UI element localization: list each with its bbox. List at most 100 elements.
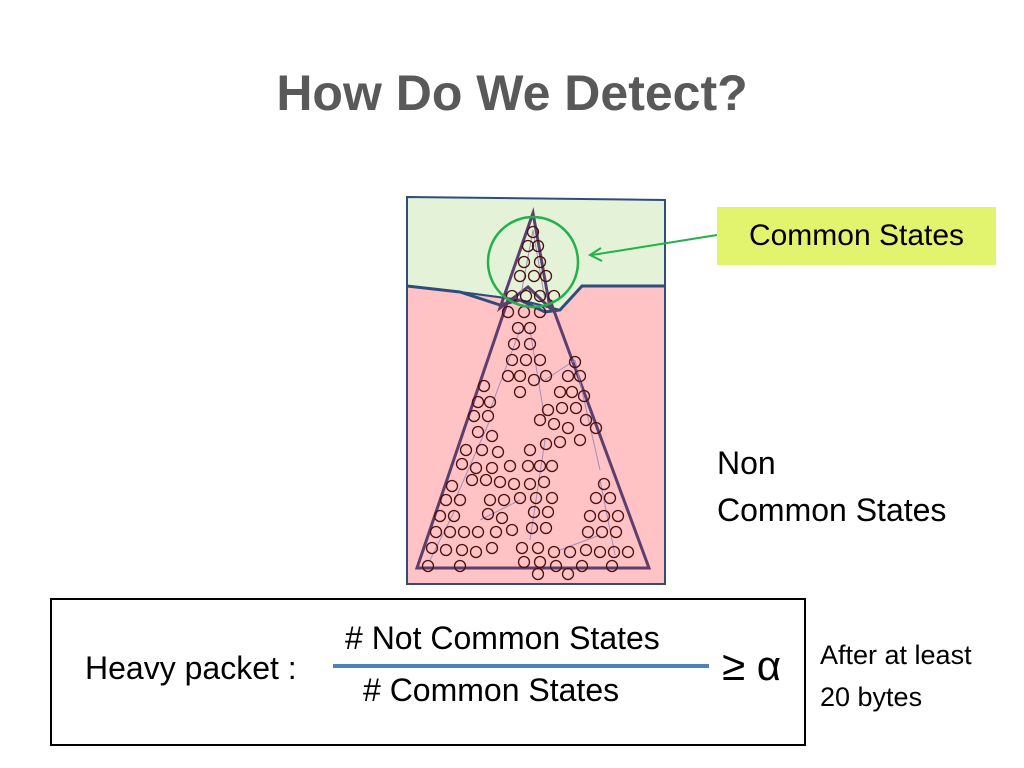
state-circle-icon bbox=[507, 337, 521, 351]
state-circle-icon bbox=[485, 429, 499, 443]
state-circle-icon bbox=[485, 461, 499, 475]
state-circle-icon bbox=[497, 493, 511, 507]
state-circle-icon bbox=[505, 353, 519, 367]
fraction-line bbox=[333, 664, 709, 668]
state-circle-icon bbox=[443, 525, 457, 539]
state-circle-icon bbox=[491, 445, 505, 459]
state-circle-icon bbox=[541, 505, 555, 519]
formula-numerator: # Not Common States bbox=[345, 620, 660, 656]
non-common-line-1: Non bbox=[717, 445, 776, 481]
state-circle-icon bbox=[503, 459, 517, 473]
state-circle-icon bbox=[579, 543, 593, 557]
state-circle-icon bbox=[493, 475, 507, 489]
state-circle-icon bbox=[439, 493, 453, 507]
state-circle-icon bbox=[481, 409, 495, 423]
state-circle-icon bbox=[445, 479, 459, 493]
state-circle-icon bbox=[455, 457, 469, 471]
state-nodes bbox=[421, 225, 635, 581]
state-circle-icon bbox=[485, 541, 499, 555]
common-peak-triangle bbox=[496, 207, 553, 313]
state-circle-icon bbox=[501, 369, 515, 383]
state-circle-icon bbox=[533, 459, 547, 473]
state-circle-icon bbox=[561, 369, 575, 383]
state-circle-icon bbox=[531, 541, 545, 555]
state-circle-icon bbox=[533, 255, 547, 269]
state-circle-icon bbox=[483, 493, 497, 507]
state-circle-icon bbox=[573, 433, 587, 447]
common-states-callout: Common States bbox=[717, 207, 996, 265]
formula-denominator: # Common States bbox=[363, 672, 620, 708]
state-circle-icon bbox=[513, 269, 527, 283]
state-circle-icon bbox=[507, 477, 521, 491]
state-circle-icon bbox=[471, 425, 485, 439]
state-circle-icon bbox=[479, 473, 493, 487]
state-circle-icon bbox=[495, 511, 509, 525]
state-circle-icon bbox=[541, 403, 555, 417]
state-circle-icon bbox=[595, 525, 609, 539]
state-circle-icon bbox=[579, 413, 593, 427]
state-circle-icon bbox=[453, 493, 467, 507]
state-circle-icon bbox=[501, 305, 515, 319]
state-circle-icon bbox=[513, 385, 527, 399]
state-circle-icon bbox=[471, 395, 485, 409]
state-circle-icon bbox=[611, 509, 625, 523]
state-circle-icon bbox=[531, 239, 545, 253]
state-circle-icon bbox=[527, 269, 541, 283]
state-circle-icon bbox=[467, 409, 481, 423]
state-circle-icon bbox=[609, 525, 623, 539]
state-tree-triangle bbox=[414, 299, 652, 570]
non-common-states-label: Non Common States bbox=[717, 440, 946, 534]
arrow-left-icon bbox=[587, 247, 603, 262]
state-circle-icon bbox=[545, 459, 559, 473]
state-circle-icon bbox=[523, 321, 537, 335]
state-circle-icon bbox=[539, 369, 553, 383]
state-circle-icon bbox=[433, 509, 447, 523]
state-circle-icon bbox=[457, 525, 471, 539]
state-circle-icon bbox=[519, 289, 533, 303]
state-circle-icon bbox=[549, 559, 563, 573]
state-circle-icon bbox=[575, 559, 589, 573]
state-circle-icon bbox=[603, 491, 617, 505]
state-circle-icon bbox=[563, 545, 577, 559]
slide-title: How Do We Detect? bbox=[276, 65, 748, 121]
state-circle-icon bbox=[517, 255, 531, 269]
state-circle-icon bbox=[539, 269, 553, 283]
state-circle-icon bbox=[521, 239, 535, 253]
state-circle-icon bbox=[429, 525, 443, 539]
state-circle-icon bbox=[523, 443, 537, 457]
state-circle-icon bbox=[465, 473, 479, 487]
state-circle-icon bbox=[505, 523, 519, 537]
state-circle-icon bbox=[561, 421, 575, 435]
state-circle-icon bbox=[581, 525, 595, 539]
state-circle-icon bbox=[583, 509, 597, 523]
state-circle-icon bbox=[533, 353, 547, 367]
state-circle-icon bbox=[605, 559, 619, 573]
formula-relation: ≥ α bbox=[722, 642, 782, 689]
state-circle-icon bbox=[515, 541, 529, 555]
state-circle-icon bbox=[553, 435, 567, 449]
callout-arrow-line bbox=[591, 234, 718, 256]
state-circle-icon bbox=[521, 459, 535, 473]
state-circle-icon bbox=[589, 421, 603, 435]
state-circle-icon bbox=[533, 555, 547, 569]
state-circle-icon bbox=[533, 289, 547, 303]
state-circle-icon bbox=[621, 545, 635, 559]
state-circle-icon bbox=[459, 443, 473, 457]
state-circle-icon bbox=[489, 525, 503, 539]
formula-note-line-1: After at least bbox=[820, 640, 972, 670]
state-circle-icon bbox=[523, 477, 537, 491]
state-circle-icon bbox=[523, 337, 537, 351]
state-circle-icon bbox=[455, 543, 469, 557]
non-common-line-2: Common States bbox=[717, 492, 947, 528]
state-circle-icon bbox=[475, 443, 489, 457]
state-circle-icon bbox=[481, 507, 495, 521]
state-circle-icon bbox=[525, 521, 539, 535]
state-circle-icon bbox=[555, 401, 569, 415]
state-circle-icon bbox=[519, 353, 533, 367]
state-circle-icon bbox=[511, 321, 525, 335]
state-circle-icon bbox=[547, 545, 561, 559]
state-circle-icon bbox=[547, 417, 561, 431]
state-circle-icon bbox=[565, 385, 579, 399]
